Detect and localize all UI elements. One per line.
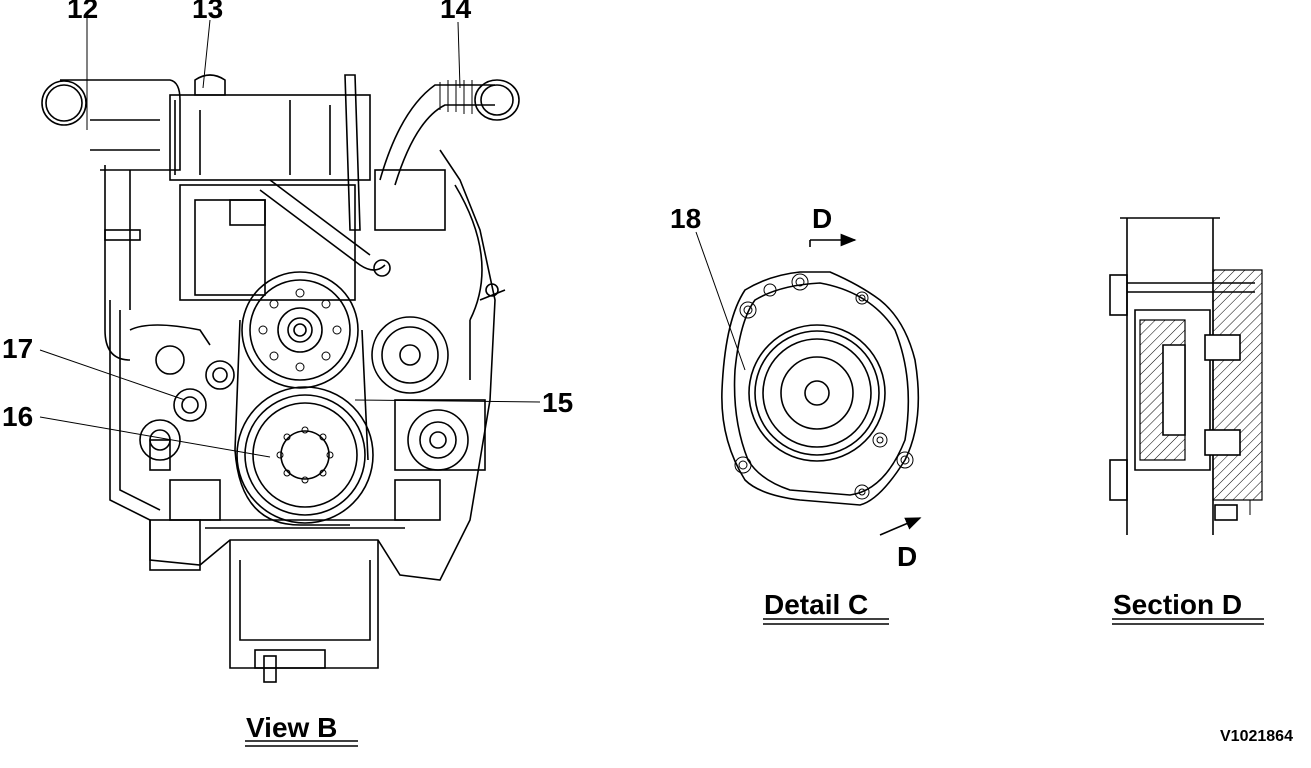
detail-c-title: Detail C [764, 589, 868, 620]
callout-18: 18 [670, 203, 701, 234]
callout-15: 15 [542, 387, 573, 418]
section-mark-bottom: D [897, 541, 917, 572]
callout-13: 13 [192, 0, 223, 24]
section-arrows [809, 233, 922, 536]
detail-c-drawing [721, 271, 920, 506]
section-d-drawing [1109, 217, 1263, 535]
section-d-underline [1112, 618, 1264, 625]
callout-14: 14 [440, 0, 472, 24]
callout-16: 16 [2, 401, 33, 432]
reference-code: V1021864 [1220, 728, 1293, 745]
callout-12: 12 [67, 0, 98, 24]
section-mark-top: D [812, 203, 832, 234]
view-b-title: View B [246, 712, 337, 743]
section-d-title: Section D [1113, 589, 1242, 620]
view-b-underline [245, 740, 358, 747]
callout-17: 17 [2, 333, 33, 364]
detail-c-underline [763, 618, 889, 625]
callout-leaders [39, 18, 746, 458]
engine-front-view [41, 74, 520, 683]
